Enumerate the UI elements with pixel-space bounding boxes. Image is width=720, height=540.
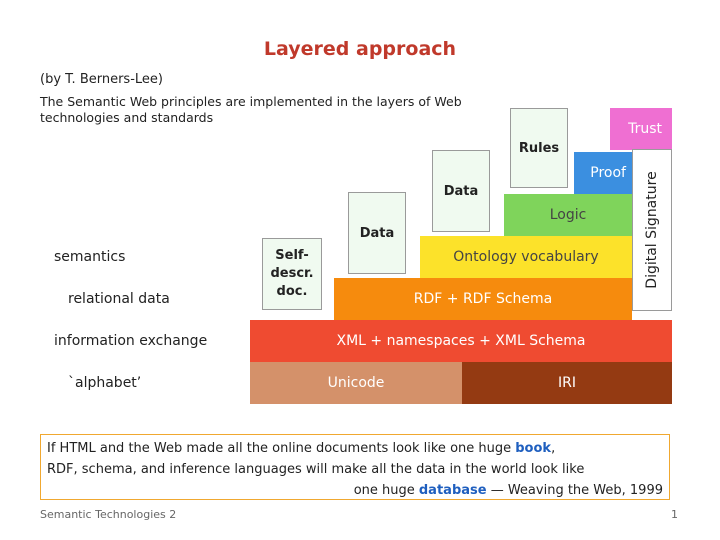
footer-text: Semantic Technologies 2: [40, 508, 177, 521]
layer-data-right: Data: [432, 150, 490, 232]
digital-signature-label: Digital Signature: [644, 171, 660, 289]
quote-line-1-text: If HTML and the Web made all the online …: [47, 441, 516, 456]
layer-ontology-vocabulary: Ontology vocabulary: [420, 236, 632, 278]
layer-self-describing-doc: Self- descr. doc.: [262, 238, 322, 310]
self-desc-line-2: descr.: [270, 266, 314, 281]
quote-line-3: one huge database — Weaving the Web, 199…: [47, 480, 663, 501]
quote-attribution: — Weaving the Web, 1999: [486, 483, 663, 498]
row-label-semantics: semantics: [54, 249, 126, 265]
layer-xml: XML + namespaces + XML Schema: [250, 320, 672, 362]
layer-proof: Proof: [574, 152, 632, 194]
layer-unicode: Unicode: [250, 362, 462, 404]
quote-line-1-end: ,: [551, 441, 556, 456]
layer-iri: IRI: [462, 362, 672, 404]
page-number: 1: [671, 508, 678, 521]
layer-digital-signature: Digital Signature: [632, 149, 672, 311]
quote-line-2: RDF, schema, and inference languages wil…: [47, 462, 585, 477]
layer-data-left: Data: [348, 192, 406, 274]
byline: (by T. Berners-Lee): [40, 72, 163, 87]
quote-highlight-book: book: [515, 441, 552, 456]
self-desc-line-3: doc.: [276, 284, 308, 299]
layer-trust: Trust: [610, 108, 672, 150]
row-label-alphabet: `alphabet’: [68, 375, 142, 391]
intro-text: The Semantic Web principles are implemen…: [40, 94, 462, 125]
row-label-relational: relational data: [68, 291, 170, 307]
quote-box: If HTML and the Web made all the online …: [40, 434, 670, 500]
self-desc-line-1: Self-: [275, 248, 309, 263]
quote-highlight-database: database: [418, 483, 487, 498]
quote-line-3-text: one huge: [353, 483, 419, 498]
quote-line-1: If HTML and the Web made all the online …: [47, 438, 663, 459]
layer-logic: Logic: [504, 194, 632, 236]
layer-rules: Rules: [510, 108, 568, 188]
layer-rdf: RDF + RDF Schema: [334, 278, 632, 320]
row-label-exchange: information exchange: [54, 333, 208, 349]
slide-title: Layered approach: [263, 38, 457, 60]
